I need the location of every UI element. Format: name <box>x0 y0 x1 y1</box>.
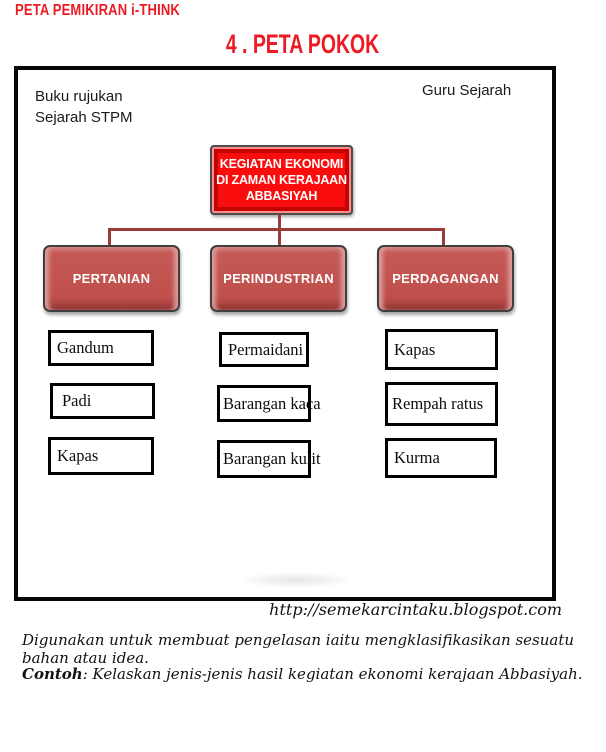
page-kicker: PETA PEMIKIRAN i-THINK <box>15 2 181 19</box>
description-line1: Digunakan untuk membuat pengelasan iaitu… <box>22 631 575 649</box>
watermark-smudge <box>236 572 356 588</box>
root-node-line3: ABBASIYAH <box>245 189 318 203</box>
connector-stem <box>278 214 281 229</box>
leaf-box-barangan-kaca: Barangan kaca <box>217 385 321 422</box>
description-line2: bahan atau idea. <box>22 648 149 667</box>
leaf-box-permaidani: Permaidani <box>219 332 309 367</box>
leaf-box-kapas-perdagangan: Kapas <box>385 329 498 370</box>
leaf-box-rempah-ratus: Rempah ratus <box>385 382 498 426</box>
root-node-box: KEGIATAN EKONOMI DI ZAMAN KERAJAAN ABBAS… <box>210 145 353 215</box>
reference-note-line1: Buku rujukan <box>35 88 123 105</box>
leaf-box-kurma: Kurma <box>385 438 497 478</box>
leaf-box-kapas-pertanian: Kapas <box>48 437 154 475</box>
source-url: http://semekarcintaku.blogspot.com <box>269 600 562 619</box>
root-node-line1: KEGIATAN EKONOMI <box>219 157 344 171</box>
reference-note: Buku rujukan Sejarah STPM <box>35 86 133 128</box>
page-title-row: 4 . PETA POKOK <box>0 29 606 60</box>
branch-box-perdagangan: PERDAGANGAN <box>377 245 514 312</box>
example-label: Contoh <box>22 665 83 683</box>
page-title: 4 . PETA POKOK <box>226 29 380 59</box>
connector-drop-middle <box>278 228 281 247</box>
root-node-line2: DI ZAMAN KERAJAAN <box>216 173 347 187</box>
leaf-box-padi: Padi <box>50 383 155 419</box>
branch-box-pertanian: PERTANIAN <box>43 245 180 312</box>
connector-horizontal <box>108 228 445 231</box>
reference-note-line2: Sejarah STPM <box>35 109 133 126</box>
leaf-box-gandum: Gandum <box>48 330 154 366</box>
author-note: Guru Sejarah <box>422 82 512 99</box>
diagram-board: Buku rujukan Sejarah STPM Guru Sejarah K… <box>14 66 556 601</box>
example-body: : Kelaskan jenis-jenis hasil kegiatan ek… <box>82 665 583 683</box>
leaf-box-barangan-kulit: Barangan kulit <box>217 440 321 478</box>
connector-drop-right <box>442 228 445 247</box>
branch-box-perindustrian: PERINDUSTRIAN <box>210 245 347 312</box>
connector-drop-left <box>108 228 111 247</box>
description-text: Digunakan untuk membuat pengelasan iaitu… <box>22 631 575 667</box>
example-text: Contoh: Kelaskan jenis-jenis hasil kegia… <box>22 665 583 683</box>
